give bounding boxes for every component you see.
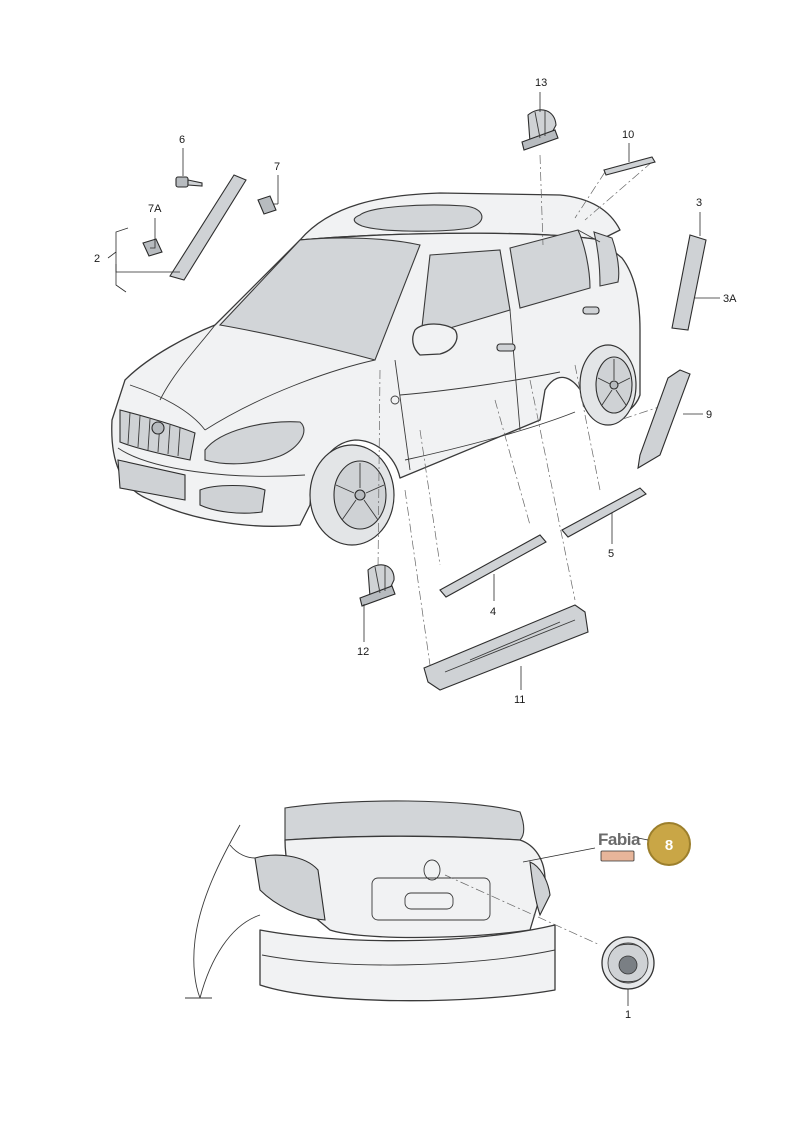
rear-door-handle [582, 306, 600, 315]
car-rear-view [185, 800, 556, 1002]
tailgate-emblem-spot [423, 859, 441, 881]
part-1-skoda-emblem [601, 936, 655, 990]
callout-7a: 7A [148, 203, 162, 215]
part-2-a-pillar-trim [169, 174, 247, 281]
callout-3: 3 [696, 197, 702, 209]
callout-9: 9 [706, 409, 712, 421]
front-emblem [151, 421, 165, 435]
tailgate [284, 835, 546, 939]
part-13-mount [521, 109, 559, 151]
car-mirror [412, 323, 458, 356]
callout-5: 5 [608, 548, 614, 560]
highlight-badge-8[interactable]: 8 [647, 822, 691, 866]
part-3-b-pillar-trim [671, 234, 707, 331]
part-6-screw [175, 176, 203, 188]
car-front-three-quarter-view [111, 192, 641, 546]
front-door-handle [496, 343, 516, 352]
callout-4: 4 [490, 606, 496, 618]
car-windshield [218, 237, 421, 361]
part-7a-clip [142, 238, 163, 257]
car-sunroof [353, 204, 483, 232]
callout-2: 2 [94, 253, 100, 265]
part-8-fabia-lettering: Fabia [598, 830, 641, 862]
callout-10: 10 [622, 129, 634, 141]
car-grille [119, 409, 196, 461]
car-headlight [204, 421, 305, 465]
car-rear-side-window [509, 229, 591, 309]
front-wheel [309, 444, 395, 546]
lower-intake [117, 459, 186, 501]
callout-13: 13 [535, 77, 547, 89]
license-plate-recess [371, 877, 491, 921]
part-4-front-door-molding [439, 534, 547, 598]
part-12-mount [359, 564, 396, 607]
callout-labels-front: 13 10 6 7 7A 2 3 3A 9 4 5 11 12 [94, 77, 737, 706]
tail-light-left [254, 854, 326, 921]
callout-8: 8 [665, 837, 673, 854]
rear-window [284, 800, 525, 841]
callout-3a: 3A [723, 293, 737, 305]
part-11-sill-plate [423, 604, 589, 691]
part-5-rear-door-molding [561, 487, 647, 538]
leader-lines-front [107, 92, 720, 690]
rear-bumper [259, 924, 556, 1002]
part-7-clip [257, 195, 277, 215]
callout-6: 6 [179, 134, 185, 146]
part-10-roof-strip [603, 156, 656, 176]
callout-11: 11 [514, 694, 525, 706]
rear-wheel [579, 344, 637, 426]
reference-lines [377, 154, 681, 666]
callout-12: 12 [357, 646, 369, 658]
callout-7: 7 [274, 161, 280, 173]
fog-light [199, 485, 266, 514]
car-quarter-window [593, 231, 620, 287]
tail-light-right [529, 861, 551, 917]
callout-1: 1 [625, 1009, 631, 1021]
part-9-c-pillar-trim [637, 369, 691, 470]
fabia-lettering-text: Fabia [598, 830, 641, 849]
